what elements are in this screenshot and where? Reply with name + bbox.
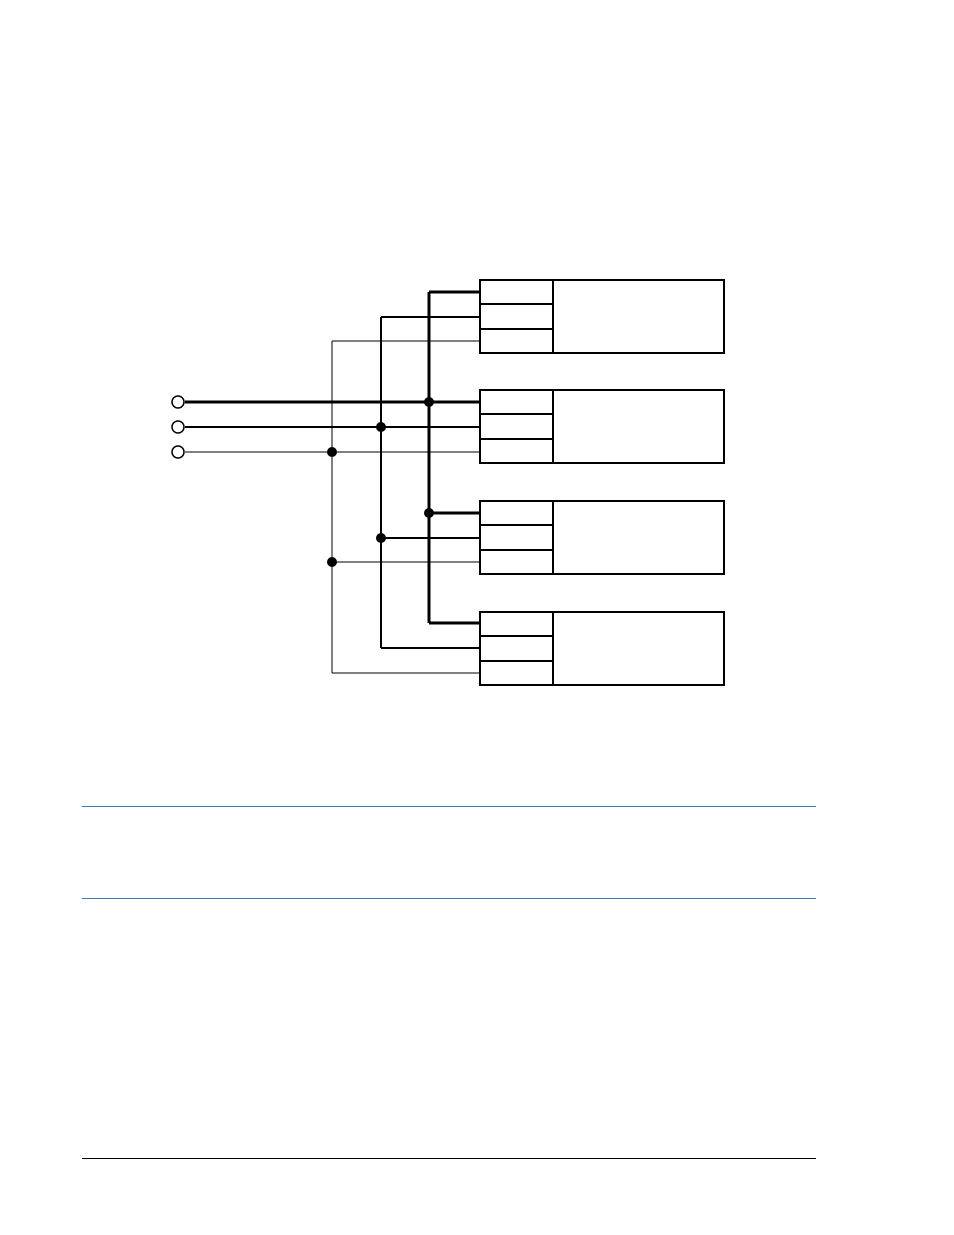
- footer-rule: [82, 1158, 816, 1159]
- junction-dot: [376, 533, 386, 543]
- device-block-1: [479, 279, 725, 354]
- device-block-3: [479, 500, 725, 575]
- input-terminal-1: [171, 395, 185, 409]
- junction-dot: [424, 508, 434, 518]
- device-block-4: [479, 611, 725, 686]
- input-terminal-3: [171, 445, 185, 459]
- junction-dot: [327, 557, 337, 567]
- phase-3-wiring: [185, 340, 480, 674]
- device-body: [479, 611, 725, 686]
- input-terminal-2: [171, 420, 185, 434]
- junction-dot: [376, 422, 386, 432]
- device-block-2: [479, 389, 725, 464]
- input-terminals: [171, 395, 185, 459]
- junction-dot: [327, 447, 337, 457]
- caption-bottom-rule: [82, 898, 816, 899]
- caption-top-rule: [82, 806, 816, 807]
- device-body: [479, 279, 725, 354]
- junction-dots: [327, 397, 434, 567]
- device-body: [479, 389, 725, 464]
- device-body: [479, 500, 725, 575]
- junction-dot: [424, 397, 434, 407]
